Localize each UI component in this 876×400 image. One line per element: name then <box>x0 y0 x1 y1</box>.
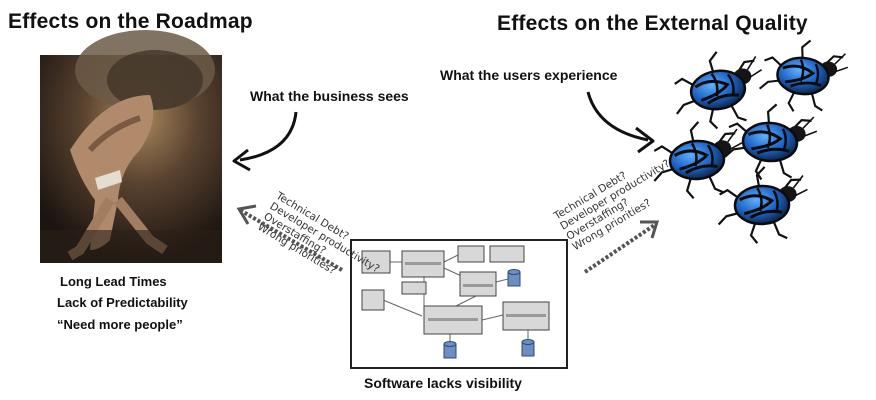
architecture-diagram <box>350 239 568 369</box>
bug-beetles <box>648 34 852 247</box>
left-sketch-arrow <box>236 204 344 272</box>
roadmap-heading: Effects on the Roadmap <box>8 10 253 33</box>
effect-lack-of-predictability: Lack of Predictability <box>57 295 188 310</box>
bug-icon <box>721 99 821 185</box>
visibility-caption: Software lacks visibility <box>364 375 522 391</box>
bug-icon <box>756 34 852 118</box>
business-caption: What the business sees <box>250 88 409 104</box>
effect-need-more-people: “Need more people” <box>57 317 183 332</box>
business-arrow <box>232 111 298 172</box>
bug-icon <box>715 163 811 247</box>
right-sketch-arrow <box>583 220 660 274</box>
external-quality-heading: Effects on the External Quality <box>497 12 808 35</box>
effect-long-lead-times: Long Lead Times <box>60 274 167 289</box>
bug-icon <box>667 44 771 136</box>
users-caption: What the users experience <box>440 67 618 83</box>
sisyphus-painting <box>40 30 222 263</box>
users-arrow <box>586 91 655 154</box>
